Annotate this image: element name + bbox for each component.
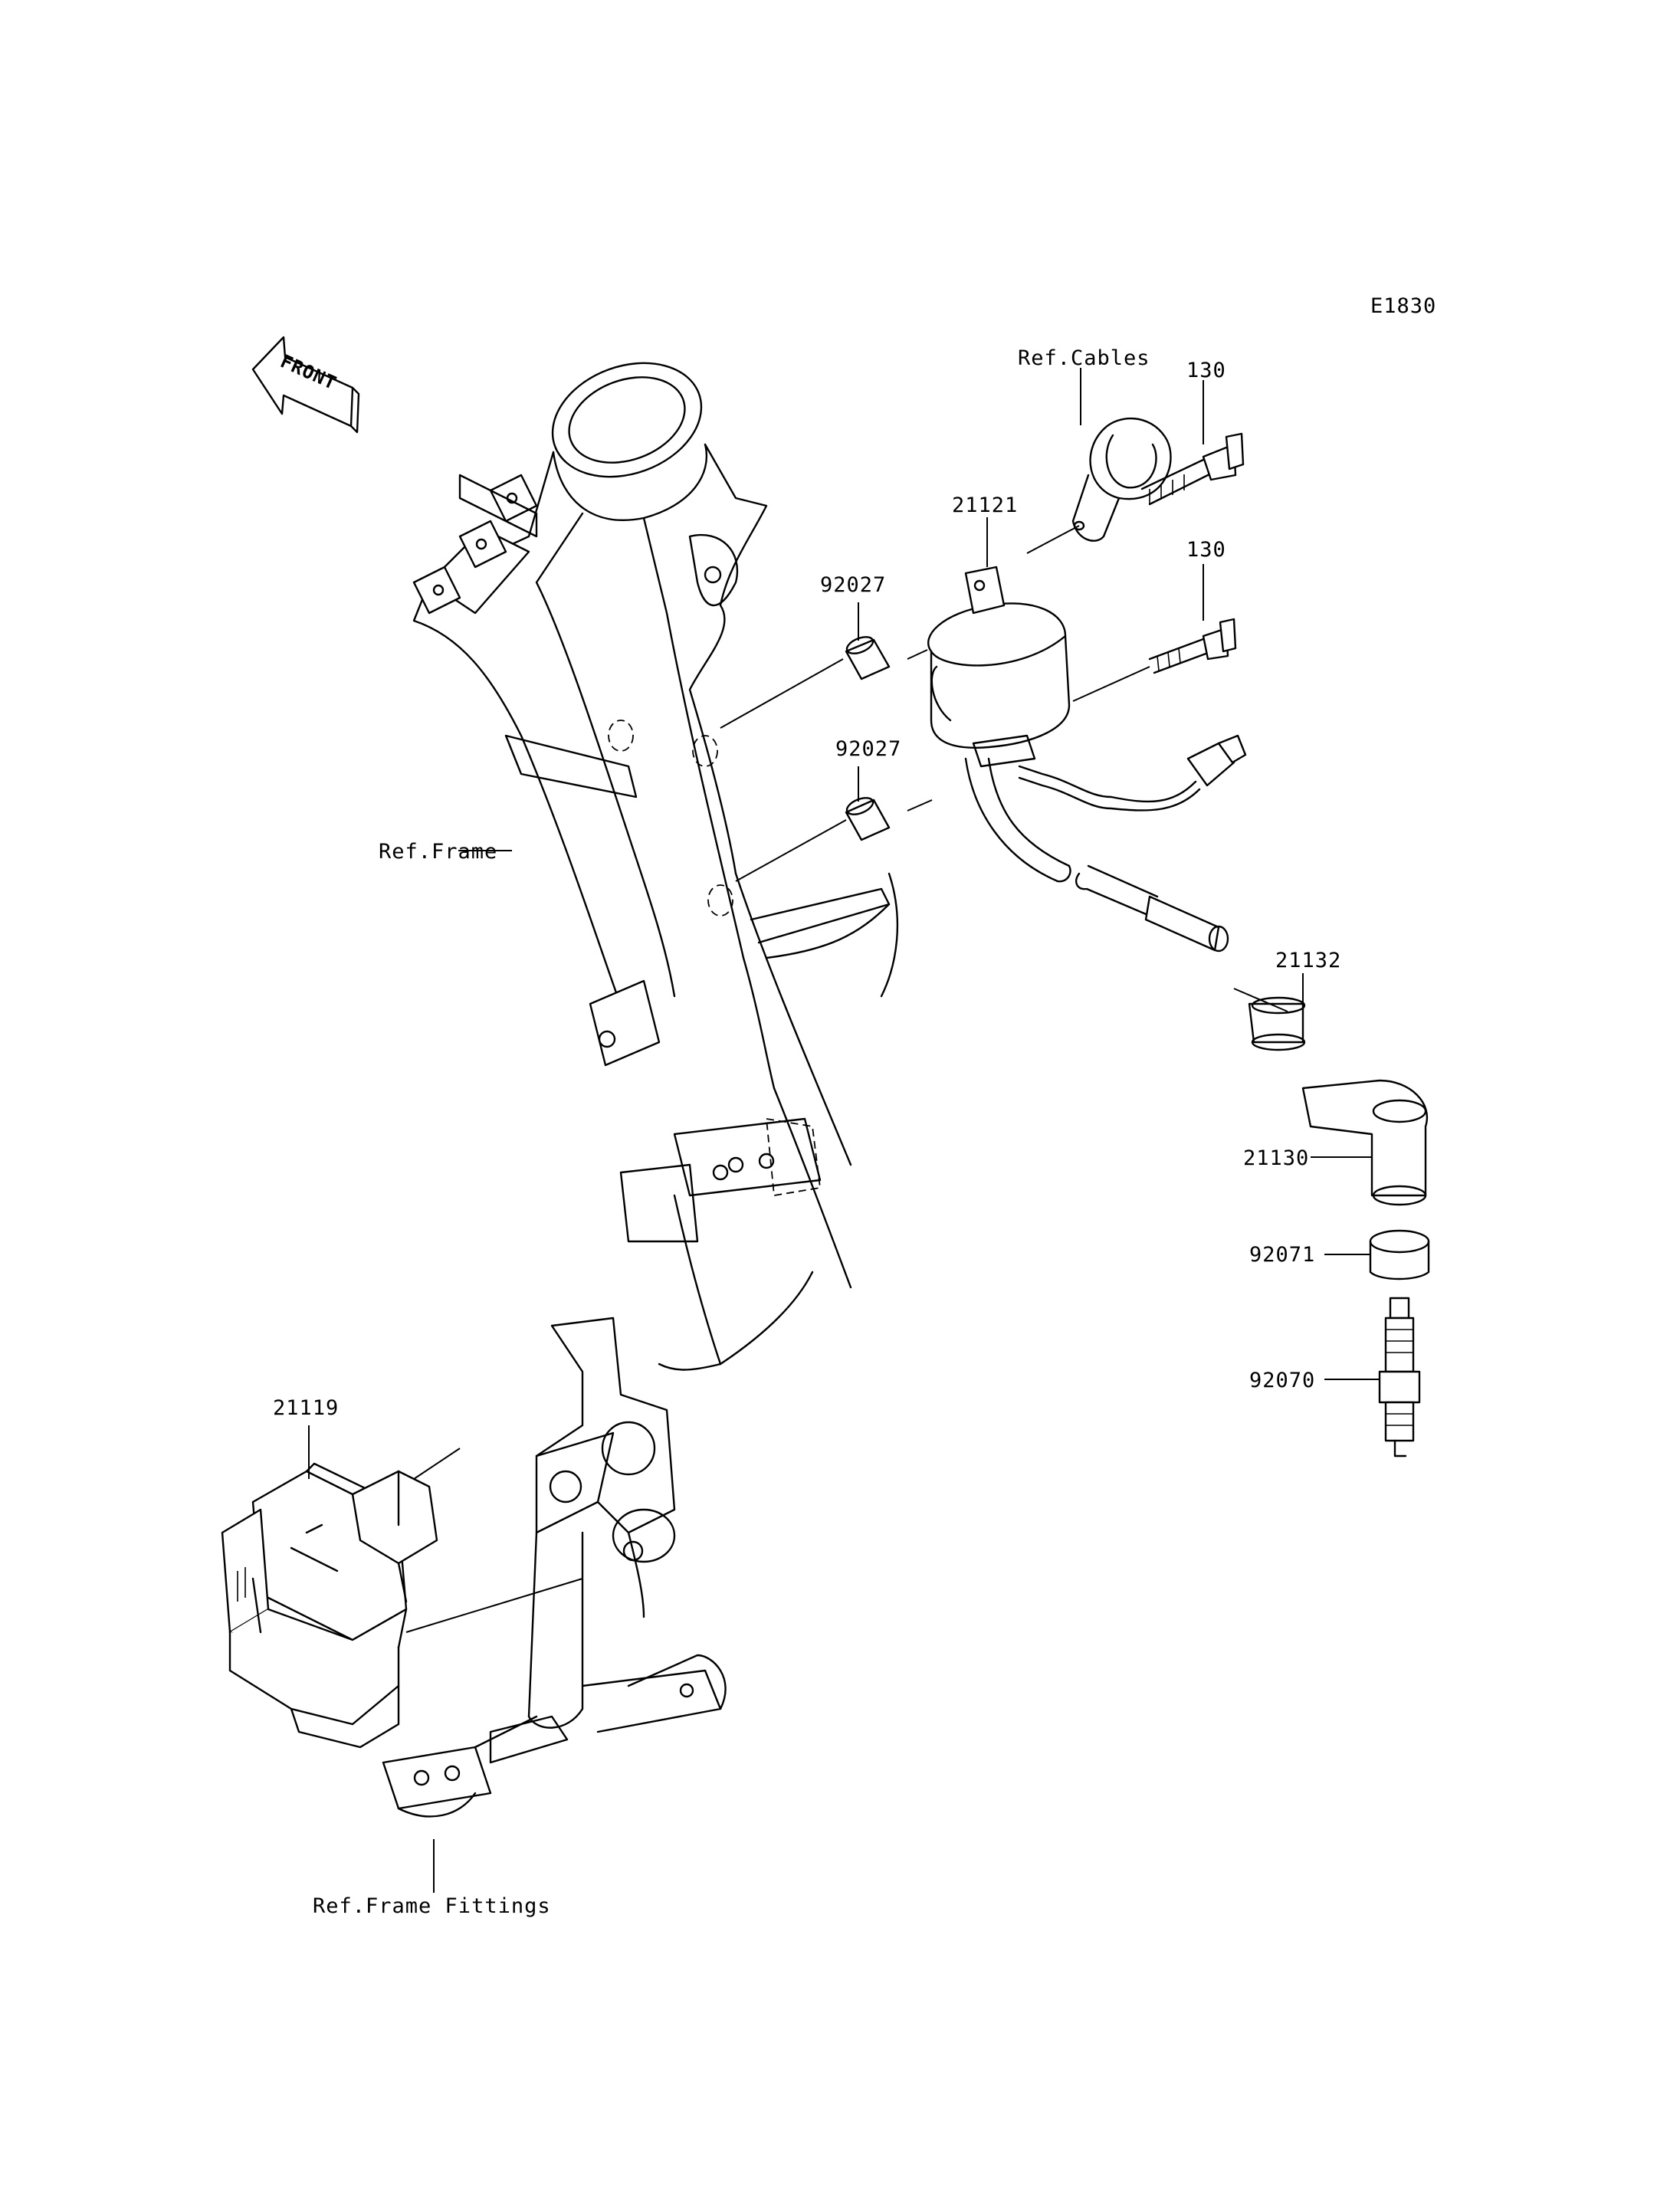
diagram-code: E1830 xyxy=(1370,294,1436,318)
label-collar-top: 92027 xyxy=(820,573,886,597)
label-coil: 21121 xyxy=(952,494,1018,517)
label-ref-frame-fittings: Ref.Frame Fittings xyxy=(313,1894,551,1918)
ignition-coil-drawing xyxy=(927,566,1247,953)
seal-drawing xyxy=(1369,1229,1430,1280)
label-seal: 92071 xyxy=(1249,1243,1315,1267)
bolt-mid-drawing xyxy=(1148,618,1237,674)
bolt-top-drawing xyxy=(1140,432,1245,506)
label-ref-frame: Ref.Frame xyxy=(379,840,497,864)
label-bolt-mid: 130 xyxy=(1186,538,1226,562)
cdi-unit-drawing xyxy=(221,1462,438,1749)
label-cap: 21130 xyxy=(1243,1146,1309,1170)
plug-cap-drawing xyxy=(1301,1079,1428,1206)
label-ref-cables: Ref.Cables xyxy=(1018,346,1150,370)
collar-bottom-drawing xyxy=(845,797,891,841)
leader-lines xyxy=(308,368,1380,1893)
front-arrow-icon: FRONT xyxy=(251,336,360,434)
label-cdi-unit: 21119 xyxy=(273,1396,339,1420)
label-cap-inner: 21132 xyxy=(1275,949,1341,972)
label-spark-plug: 92070 xyxy=(1249,1369,1315,1392)
frame-drawing xyxy=(412,362,899,1371)
spark-plug-drawing xyxy=(1378,1297,1421,1458)
label-collar-bottom: 92027 xyxy=(835,737,901,761)
label-bolt-top: 130 xyxy=(1186,359,1226,382)
cable-clamp-drawing xyxy=(1071,417,1172,542)
frame-fittings-drawing xyxy=(382,1317,727,1818)
collar-top-drawing xyxy=(845,636,891,680)
cap-inner-drawing xyxy=(1248,996,1306,1051)
